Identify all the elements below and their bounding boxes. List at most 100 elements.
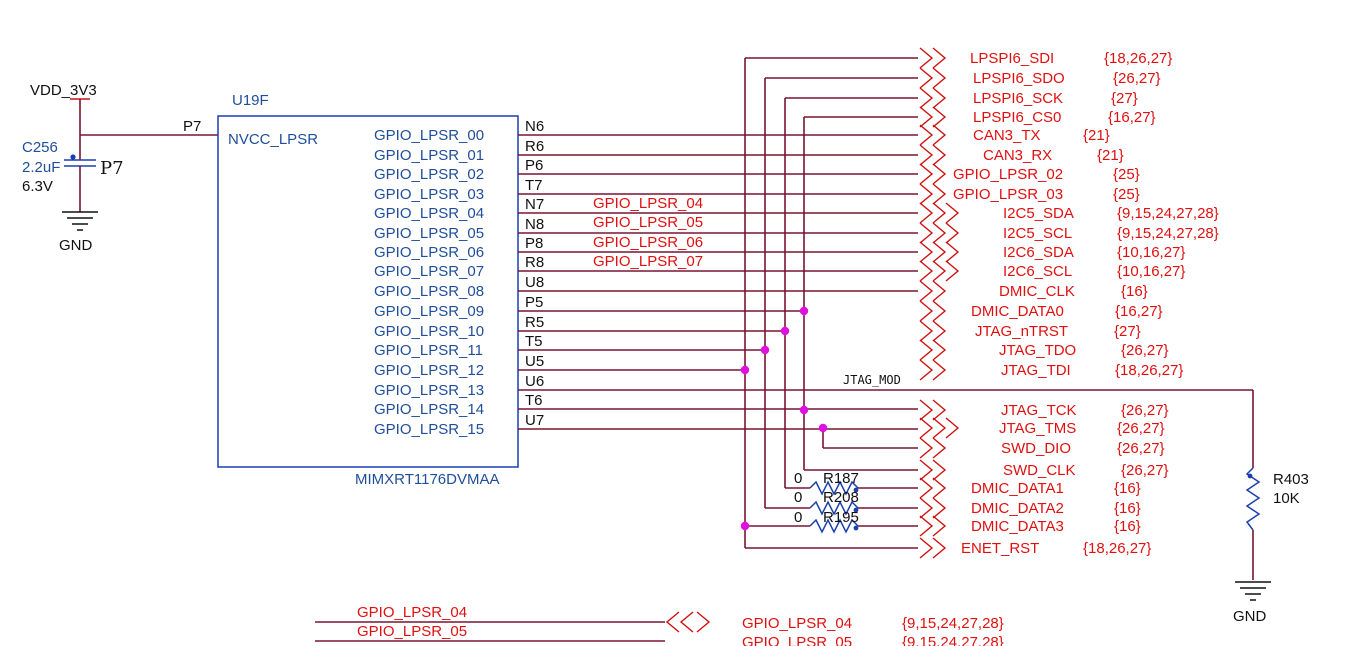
pin-ball: N6	[525, 118, 544, 135]
offpage-net: I2C5_SDA	[1003, 205, 1074, 222]
r208-zigzag	[809, 500, 859, 516]
offpage-arrow	[919, 515, 934, 537]
offpage-net: LPSPI6_SDO	[973, 70, 1065, 87]
pin-ball: R8	[525, 254, 544, 271]
r187-pin-dot	[853, 487, 859, 493]
offpage-net: LPSPI6_CS0	[973, 109, 1061, 126]
pin-name: GPIO_LPSR_09	[374, 303, 484, 320]
offpage-pages: {26,27}	[1117, 420, 1165, 437]
net-label: GPIO_LPSR_07	[593, 253, 703, 270]
pin-ball: T5	[525, 333, 543, 350]
offpage-arrow	[932, 280, 947, 302]
offpage-arrow	[919, 320, 934, 342]
offpage-arrow	[932, 399, 947, 421]
offpage-pages: {9,15,24,27,28}	[1117, 205, 1219, 222]
pin-ball: U6	[525, 373, 544, 390]
offpage-pages: {16}	[1114, 518, 1141, 535]
offpage-net: DMIC_DATA1	[971, 480, 1064, 497]
net-label-group: GPIO_LPSR_04 GPIO_LPSR_05 GPIO_LPSR_06 G…	[593, 195, 703, 270]
pin-ball: R5	[525, 314, 544, 331]
junction-dot	[799, 405, 809, 415]
offpage-net: LPSPI6_SDI	[970, 50, 1054, 67]
offpage-pages: {16}	[1114, 480, 1141, 497]
pin-ball: P8	[525, 235, 543, 252]
offpage-arrow	[919, 280, 934, 302]
offpage-net: JTAG_TMS	[999, 420, 1076, 437]
offpage-arrow	[919, 300, 934, 322]
offpage-arrow	[919, 163, 934, 185]
offpage-pages: {16,27}	[1108, 109, 1156, 126]
pin-ball: N7	[525, 196, 544, 213]
offpage-arrow	[919, 67, 934, 89]
offpage-net: CAN3_TX	[973, 127, 1041, 144]
offpage-pages: {9,15,24,27,28}	[1117, 225, 1219, 242]
offpage-arrow	[919, 417, 934, 439]
bottom-offpage-net: GPIO_LPSR_05	[742, 634, 852, 646]
offpage-net: DMIC_DATA0	[971, 303, 1064, 320]
c256-value: 2.2uF	[22, 159, 60, 176]
r195-zigzag	[809, 518, 859, 534]
offpage-arrow	[932, 106, 947, 128]
offpage-pages: {26,27}	[1117, 440, 1165, 457]
pin-name: GPIO_LPSR_11	[374, 342, 483, 359]
pin-ball: P5	[525, 294, 543, 311]
offpage-pages: {27}	[1114, 323, 1141, 340]
offpage-net: DMIC_DATA2	[971, 500, 1064, 517]
offpage-pages: {25}	[1113, 186, 1140, 203]
offpage-arrow	[919, 497, 934, 519]
offpage-arrow	[919, 241, 934, 263]
offpage-net: JTAG_nTRST	[975, 323, 1068, 340]
offpage-arrow	[932, 241, 947, 263]
net-label: GPIO_LPSR_05	[593, 214, 703, 231]
bottom-offpage-pages: {9,15,24,27,28}	[902, 615, 1004, 632]
offpage-arrow	[945, 222, 960, 244]
pin-ball: T7	[525, 177, 543, 194]
offpage-net: GPIO_LPSR_02	[953, 166, 1063, 183]
net-label: GPIO_LPSR_04	[593, 195, 703, 212]
r208-refdes: R208	[823, 489, 859, 506]
offpage-arrow	[945, 202, 960, 224]
pin-name: GPIO_LPSR_10	[374, 323, 484, 340]
chip-part-number: MIMXRT1176DVMAA	[355, 471, 500, 488]
r187-refdes: R187	[823, 470, 859, 487]
pin-name: GPIO_LPSR_06	[374, 244, 484, 261]
offpage-net: CAN3_RX	[983, 147, 1052, 164]
offpage-arrow	[945, 260, 960, 282]
offpage-arrow	[919, 144, 934, 166]
offpage-net: I2C6_SCL	[1003, 263, 1072, 280]
bottom-offpage-arrow	[679, 611, 694, 633]
offpage-arrow	[932, 515, 947, 537]
vdd-3v3-label: VDD_3V3	[30, 82, 97, 99]
offpage-arrow	[932, 260, 947, 282]
r195-refdes: R195	[823, 509, 859, 526]
r403-refdes: R403	[1273, 471, 1309, 488]
pin-name: GPIO_LPSR_01	[374, 147, 484, 164]
offpage-arrow	[932, 87, 947, 109]
offpage-pages: {18,26,27}	[1104, 50, 1172, 67]
offpage-net: I2C5_SCL	[1003, 225, 1072, 242]
power-section: VDD_3V3 GND C256 2.2uF 6.3V P7 P7	[22, 82, 218, 254]
bottom-offpage-net: GPIO_LPSR_04	[742, 615, 852, 632]
offpage-pages: {26,27}	[1113, 70, 1161, 87]
c256-ball-label: P7	[100, 158, 124, 179]
c256-refdes: C256	[22, 139, 58, 156]
offpage-arrow	[932, 47, 947, 69]
offpage-arrow	[919, 222, 934, 244]
offpage-pages: {26,27}	[1121, 342, 1169, 359]
offpage-pages: {10,16,27}	[1117, 244, 1185, 261]
offpage-arrow	[919, 124, 934, 146]
routing-network: JTAG_MOD	[744, 57, 1254, 580]
offpage-net: SWD_CLK	[1003, 462, 1076, 479]
pin-name: GPIO_LPSR_05	[374, 225, 484, 242]
offpage-arrow	[945, 241, 960, 263]
offpage-arrow	[932, 300, 947, 322]
junction-dot	[740, 365, 750, 375]
r187-value: 0	[794, 470, 802, 487]
pin-ball: R6	[525, 138, 544, 155]
offpage-net: LPSPI6_SCK	[973, 90, 1063, 107]
offpage-net: ENET_RST	[961, 540, 1039, 557]
r403-zigzag	[1245, 467, 1261, 531]
offpage-arrow	[932, 477, 947, 499]
offpage-arrow	[919, 437, 934, 459]
